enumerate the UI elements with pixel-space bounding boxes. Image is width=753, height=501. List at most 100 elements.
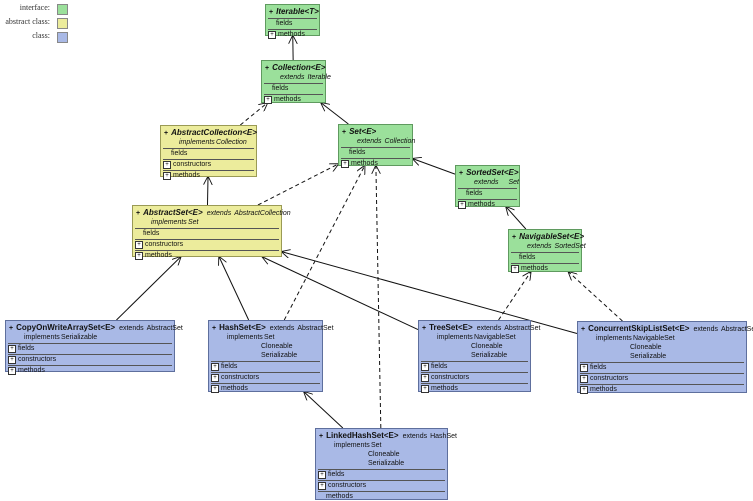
expand-toggle-icon[interactable]: + — [421, 374, 429, 382]
section-fields[interactable]: +fields — [8, 343, 172, 353]
expand-toggle-icon[interactable]: + — [268, 31, 276, 39]
section-fields[interactable]: fields — [135, 228, 279, 238]
expand-toggle-icon[interactable]: + — [341, 160, 349, 168]
section-constructors[interactable]: +constructors — [8, 354, 172, 364]
edge-linkedhashset-to-set — [376, 166, 381, 428]
expand-toggle-icon[interactable]: + — [8, 345, 16, 353]
relation-target: NavigableSet — [633, 334, 675, 343]
expand-toggle-icon[interactable]: + — [135, 241, 143, 249]
expand-toggle-icon[interactable]: + — [511, 265, 519, 273]
expand-plus-icon[interactable]: + — [265, 64, 269, 73]
section-label: methods — [18, 366, 45, 375]
edge-navigableset-to-sortedset — [506, 207, 526, 229]
class-box-iterable[interactable]: +Iterable<T>fields+methods — [265, 4, 320, 36]
section-fields[interactable]: fields — [458, 188, 517, 198]
section-fields[interactable]: fields — [511, 252, 579, 262]
expand-toggle-icon[interactable] — [264, 86, 270, 92]
expand-toggle-icon[interactable]: + — [580, 364, 588, 372]
section-label: constructors — [431, 373, 469, 382]
expand-toggle-icon[interactable]: + — [211, 363, 219, 371]
expand-toggle-icon[interactable]: + — [421, 363, 429, 371]
expand-toggle-icon[interactable]: + — [163, 172, 171, 180]
edge-abstractset-to-abstractcollection — [207, 177, 208, 205]
expand-plus-icon[interactable]: + — [269, 8, 273, 17]
expand-toggle-icon[interactable]: + — [163, 161, 171, 169]
expand-toggle-icon[interactable]: + — [580, 375, 588, 383]
section-fields[interactable]: +fields — [318, 469, 445, 479]
expand-plus-icon[interactable]: + — [581, 325, 585, 334]
expand-toggle-icon[interactable] — [318, 494, 324, 500]
section-label: fields — [171, 149, 187, 158]
section-methods[interactable]: +methods — [421, 383, 528, 393]
expand-plus-icon[interactable]: + — [319, 432, 323, 441]
section-fields[interactable]: fields — [264, 83, 323, 93]
section-fields[interactable]: fields — [268, 18, 317, 28]
expand-plus-icon[interactable]: + — [342, 128, 346, 137]
section-fields[interactable]: +fields — [580, 362, 744, 372]
expand-toggle-icon[interactable]: + — [211, 374, 219, 382]
expand-toggle-icon[interactable]: + — [318, 471, 326, 479]
expand-plus-icon[interactable]: + — [164, 129, 168, 138]
section-constructors[interactable]: +constructors — [211, 372, 320, 382]
expand-toggle-icon[interactable]: + — [264, 96, 272, 104]
section-methods[interactable]: +methods — [264, 94, 323, 104]
expand-plus-icon[interactable]: + — [9, 324, 13, 333]
section-fields[interactable]: fields — [341, 147, 410, 157]
expand-plus-icon[interactable]: + — [512, 233, 516, 242]
expand-plus-icon[interactable]: + — [422, 324, 426, 333]
section-label: fields — [349, 148, 365, 157]
relation-target: Set — [371, 441, 382, 450]
expand-toggle-icon[interactable] — [458, 191, 464, 197]
section-constructors[interactable]: +constructors — [580, 373, 744, 383]
section-methods[interactable]: +methods — [135, 250, 279, 260]
expand-toggle-icon[interactable]: + — [421, 385, 429, 393]
section-fields[interactable]: fields — [163, 148, 254, 158]
expand-toggle-icon[interactable] — [341, 150, 347, 156]
section-methods[interactable]: +methods — [580, 384, 744, 394]
expand-toggle-icon[interactable]: + — [8, 356, 16, 364]
section-constructors[interactable]: +constructors — [421, 372, 528, 382]
expand-toggle-icon[interactable]: + — [580, 386, 588, 394]
expand-toggle-icon[interactable] — [163, 151, 169, 157]
section-methods[interactable]: +methods — [458, 199, 517, 209]
expand-toggle-icon[interactable]: + — [458, 201, 466, 209]
expand-toggle-icon[interactable]: + — [211, 385, 219, 393]
expand-plus-icon[interactable]: + — [136, 209, 140, 218]
section-constructors[interactable]: +constructors — [318, 480, 445, 490]
section-methods[interactable]: +methods — [341, 158, 410, 168]
section-constructors[interactable]: +constructors — [135, 239, 279, 249]
relation-target: Serializable — [419, 351, 530, 360]
expand-toggle-icon[interactable] — [135, 231, 141, 237]
expand-toggle-icon[interactable]: + — [318, 482, 326, 490]
relation-target: Cloneable — [209, 342, 322, 351]
relation-keyword: extends — [474, 178, 505, 187]
section-methods[interactable]: +methods — [268, 29, 317, 39]
expand-plus-icon[interactable]: + — [459, 169, 463, 178]
expand-plus-icon[interactable]: + — [212, 324, 216, 333]
expand-toggle-icon[interactable]: + — [135, 252, 143, 260]
section-fields[interactable]: +fields — [211, 361, 320, 371]
section-methods[interactable]: +methods — [8, 365, 172, 375]
expand-toggle-icon[interactable]: + — [8, 367, 16, 375]
expand-toggle-icon[interactable] — [268, 21, 274, 27]
section-constructors[interactable]: +constructors — [163, 159, 254, 169]
section-methods[interactable]: +methods — [511, 263, 579, 273]
section-fields[interactable]: +fields — [421, 361, 528, 371]
relation-target: HashSet — [430, 432, 457, 441]
section-methods[interactable]: +methods — [163, 170, 254, 180]
section-methods[interactable]: +methods — [211, 383, 320, 393]
expand-toggle-icon[interactable] — [511, 255, 517, 261]
